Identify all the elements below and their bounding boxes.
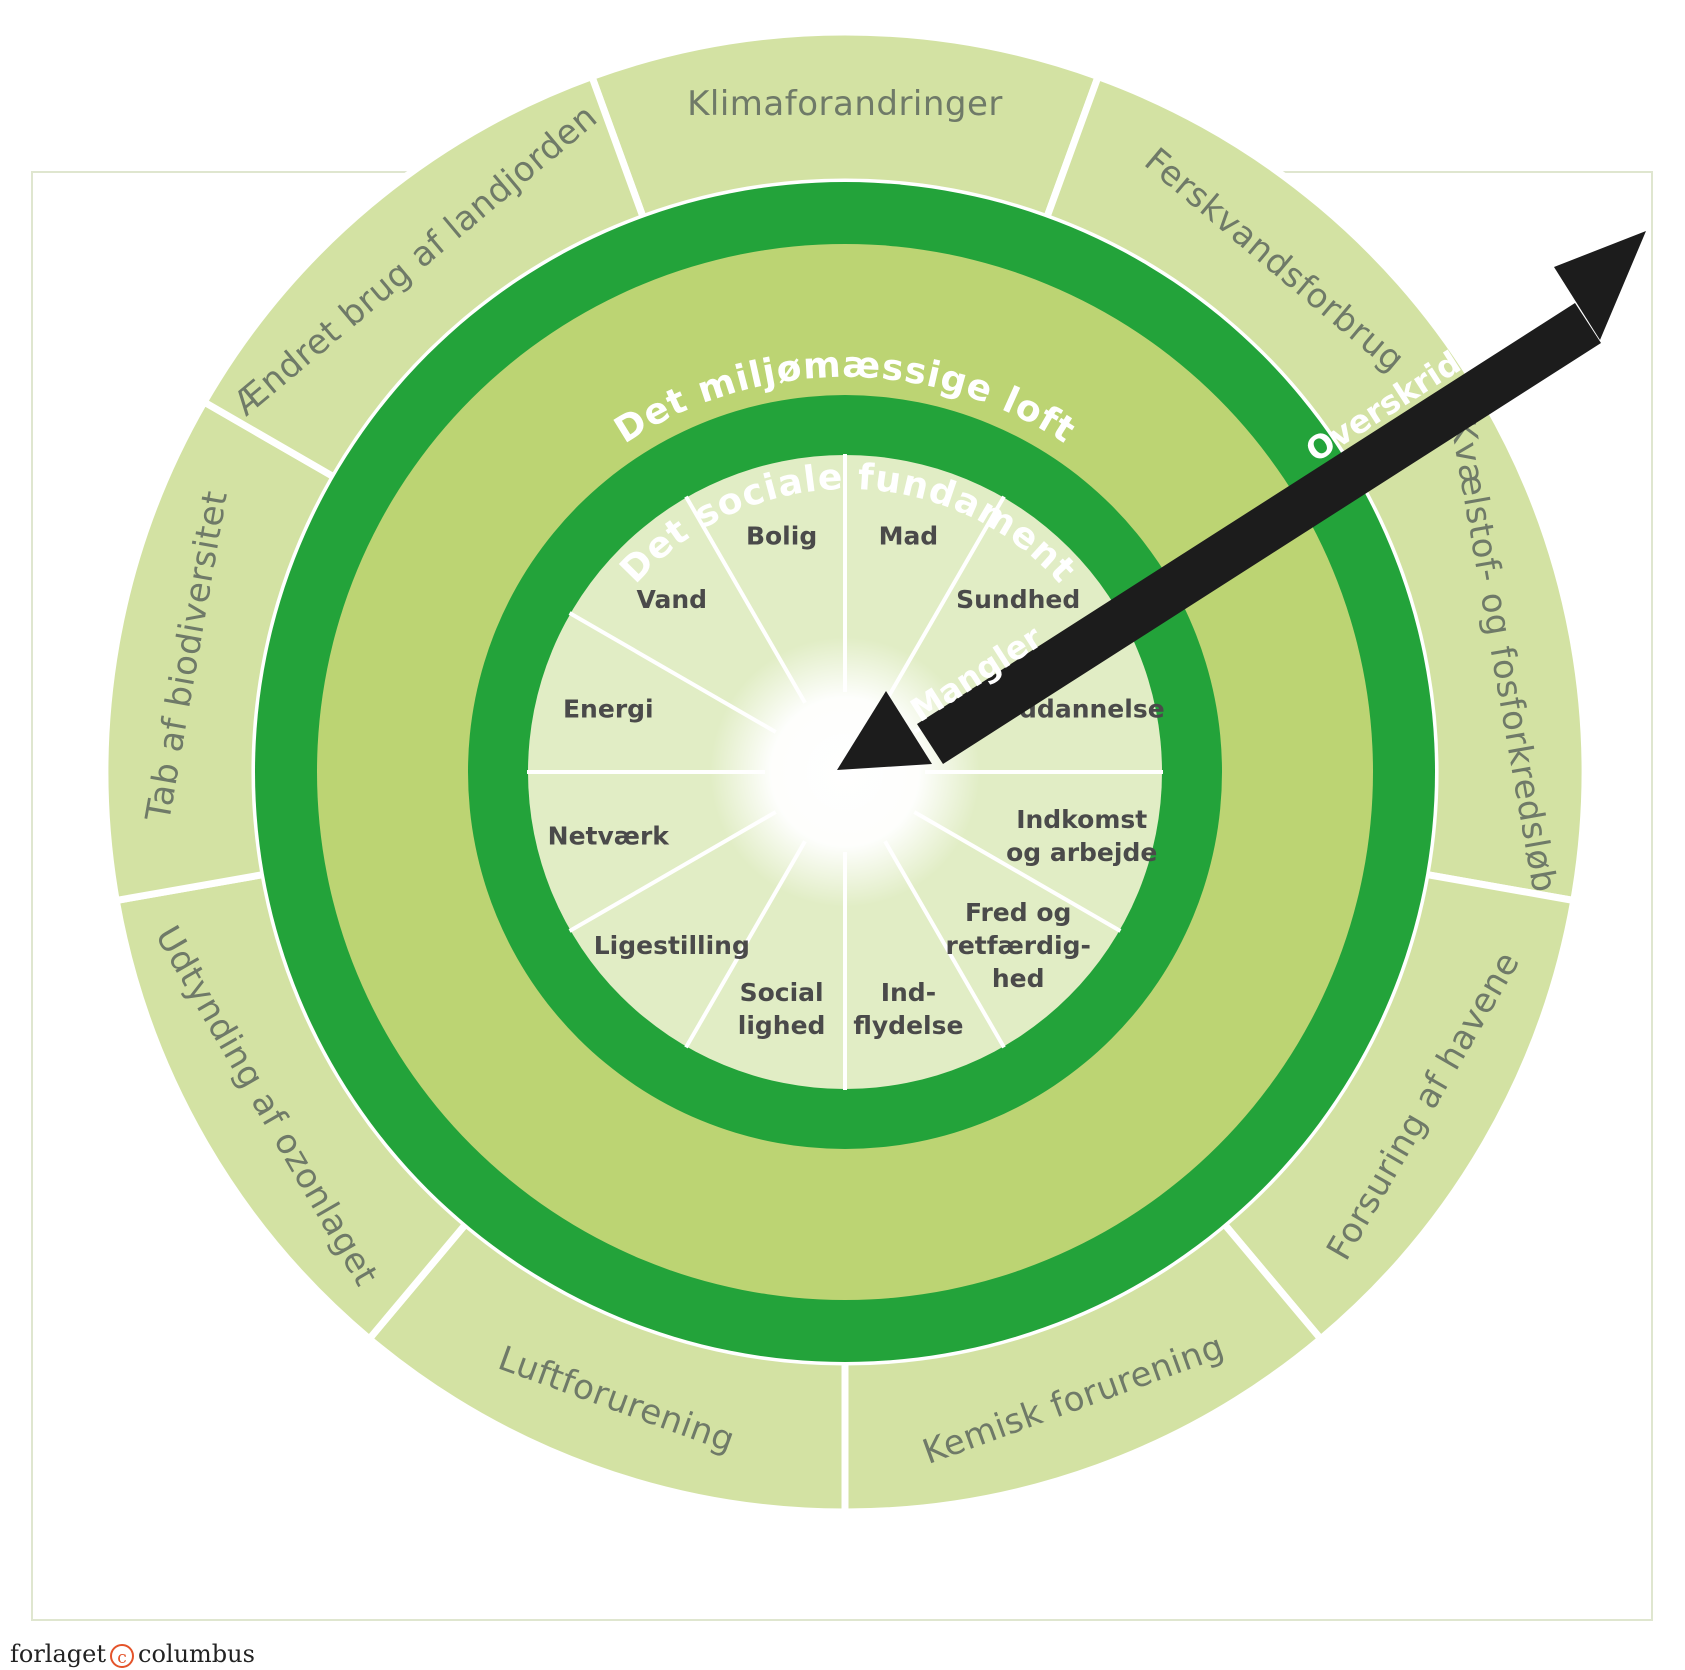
arrow-head-outer: [1554, 231, 1646, 340]
arrow-head-inner: [837, 691, 932, 770]
boundary-label: Klimaforandringer: [687, 84, 1003, 124]
arrow-shaft: [917, 303, 1601, 764]
social-sector-label: Ligestilling: [594, 931, 750, 960]
publisher-name-right: columbus: [138, 1640, 255, 1668]
social-sector-label: Ind-flydelse: [853, 978, 963, 1040]
social-sector-label: Vand: [637, 585, 708, 614]
social-sector-label: Bolig: [746, 521, 817, 550]
publisher-name-left: forlaget: [10, 1640, 106, 1668]
center-glow: [710, 637, 980, 907]
social-sector-label: Energi: [563, 695, 654, 724]
social-sector-label: Mad: [879, 521, 939, 550]
social-sector-label: Netværk: [548, 821, 671, 850]
copyright-icon: c: [110, 1643, 134, 1668]
social-sector-label: Sundhed: [956, 585, 1080, 614]
